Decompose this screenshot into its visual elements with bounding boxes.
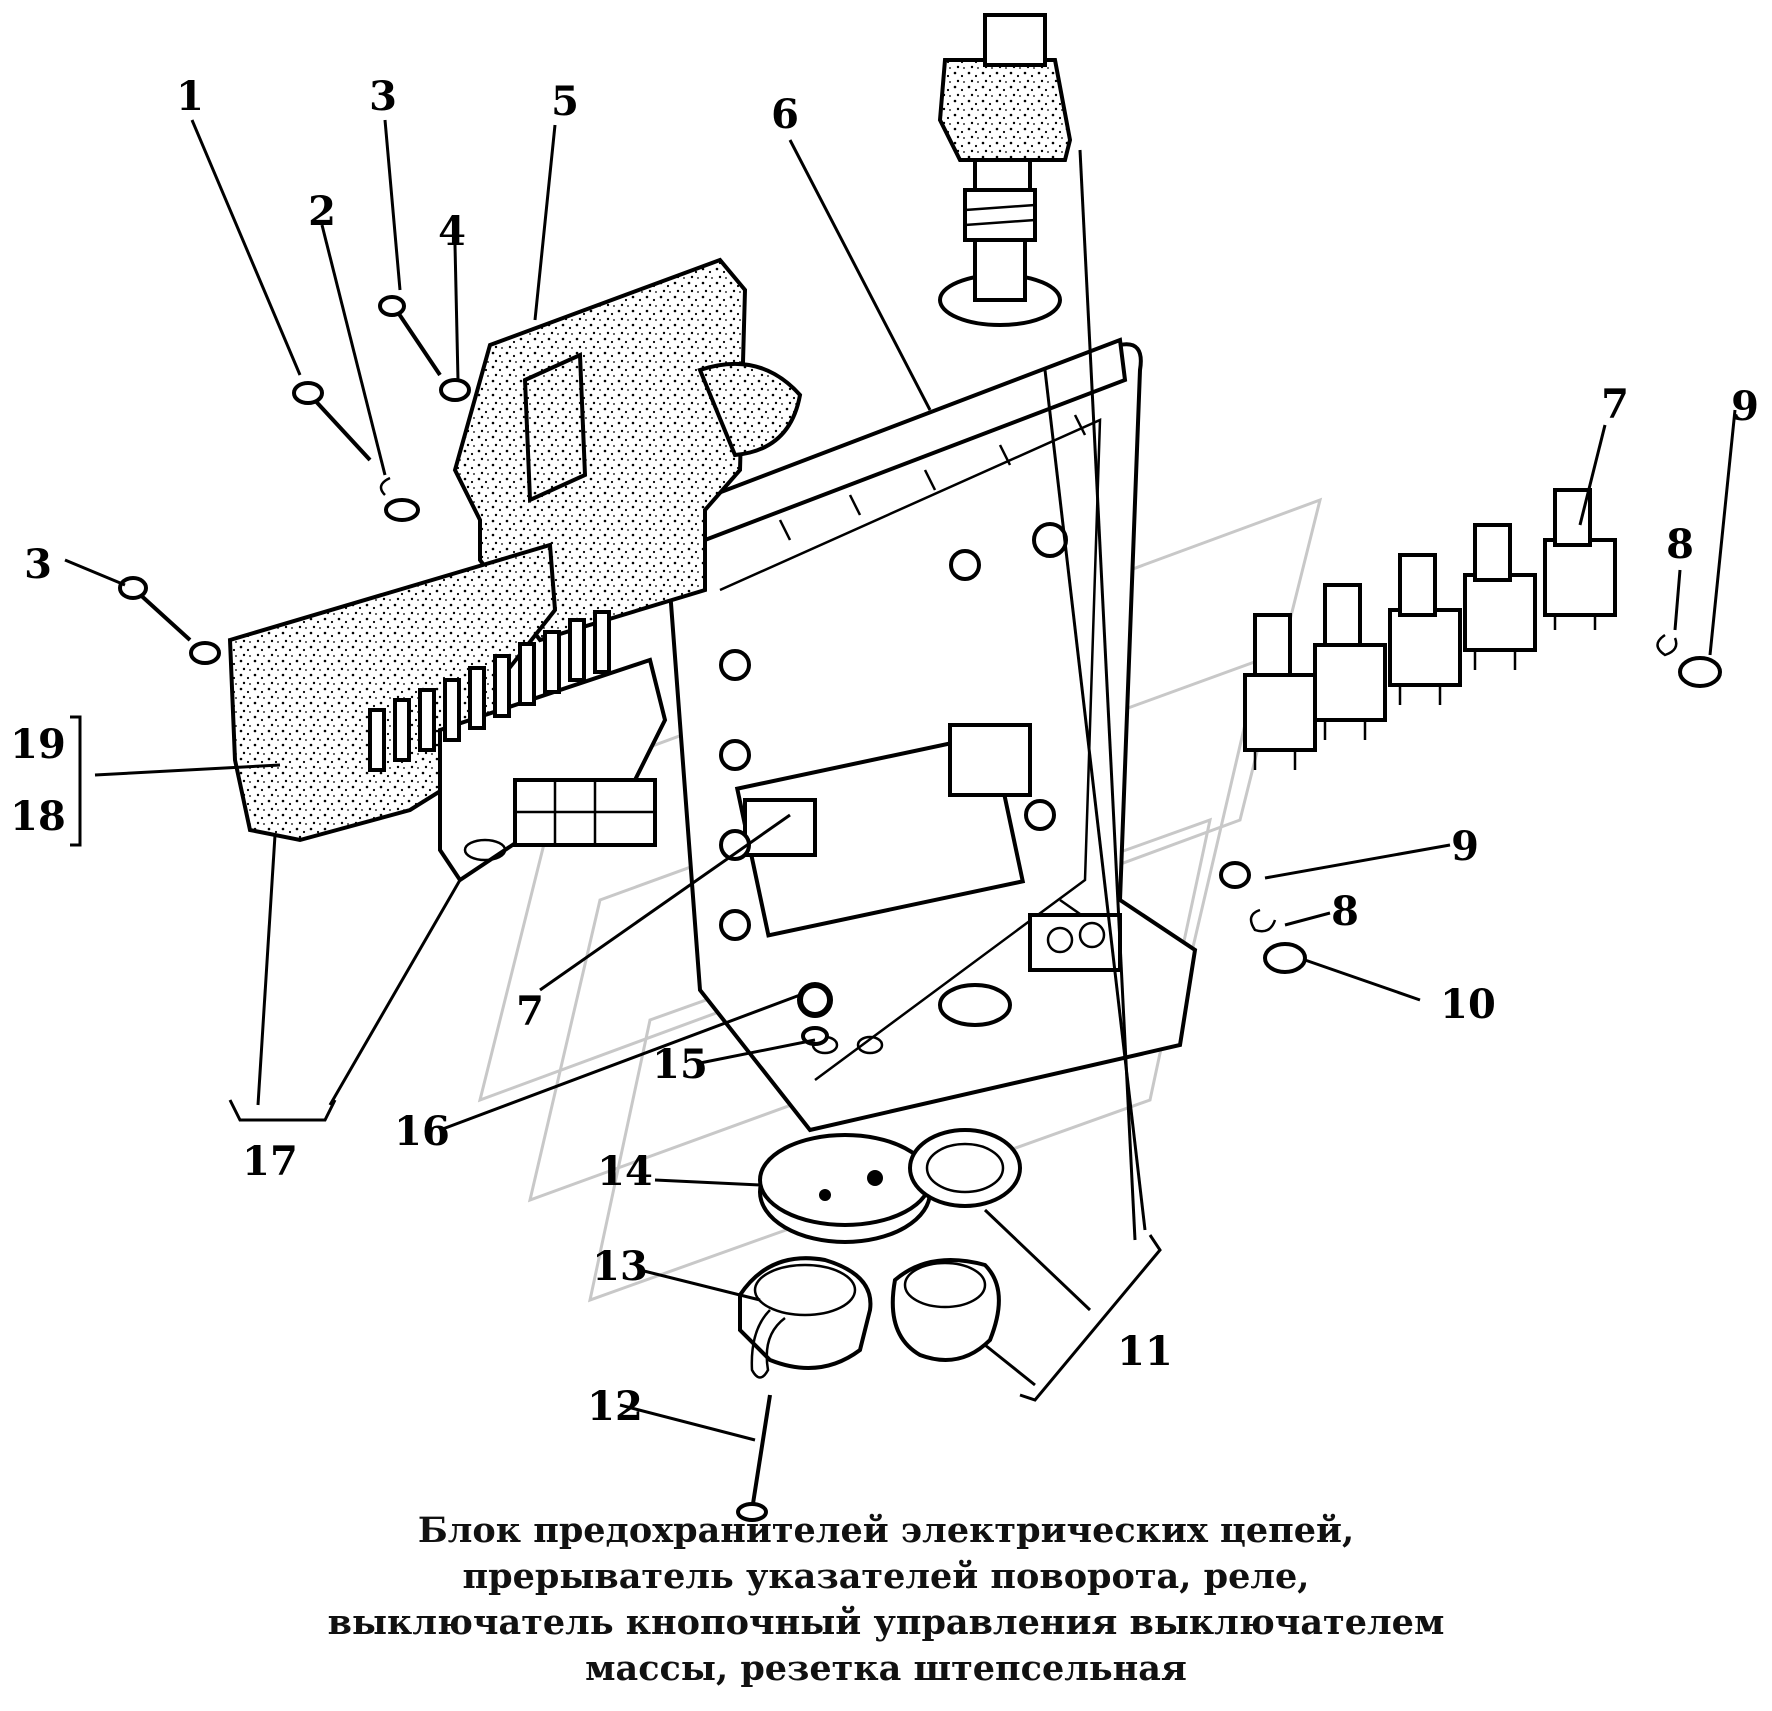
callout-7-lower: 7 xyxy=(516,988,544,1035)
callout-7-relays: 7 xyxy=(1601,381,1629,428)
nut xyxy=(1678,656,1722,688)
relay xyxy=(1388,553,1462,705)
spring-washer xyxy=(379,476,391,496)
caption-line: выключатель кнопочный управления выключа… xyxy=(327,1602,1445,1643)
mounting-panel xyxy=(667,337,1198,1133)
washer xyxy=(439,378,471,402)
callout-16: 16 xyxy=(394,1108,450,1155)
fuse-block xyxy=(227,257,803,883)
callout-18: 18 xyxy=(10,793,66,840)
spring-washer xyxy=(1249,908,1277,933)
callout-4: 4 xyxy=(438,208,466,255)
callout-10: 10 xyxy=(1440,981,1496,1028)
socket-assembly xyxy=(736,1128,1022,1522)
callout-9-middle: 9 xyxy=(1451,823,1479,870)
relay xyxy=(1463,523,1537,670)
leader-lines xyxy=(64,119,1737,1442)
washer xyxy=(189,641,221,665)
callout-8-right: 8 xyxy=(1666,521,1694,568)
caption-line: прерыватель указателей поворота, реле, xyxy=(462,1556,1310,1597)
callout-2: 2 xyxy=(308,188,336,235)
relay xyxy=(1543,488,1617,630)
socket-body xyxy=(738,1256,873,1370)
hardware xyxy=(118,295,1722,1046)
caption-line: массы, резетка штепсельная xyxy=(585,1648,1187,1689)
nut xyxy=(1219,861,1251,889)
socket-nut xyxy=(890,1258,1001,1362)
callout-19: 19 xyxy=(10,721,66,768)
relay xyxy=(1313,583,1387,740)
screw xyxy=(118,576,192,642)
callout-11: 11 xyxy=(1117,1328,1173,1375)
callout-8-middle: 8 xyxy=(1331,888,1359,935)
callout-1: 1 xyxy=(176,73,204,120)
washer xyxy=(1263,942,1307,974)
gasket-ring xyxy=(908,1128,1022,1208)
socket-screw xyxy=(750,1394,772,1511)
callout-labels: 1 2 3 3 4 5 6 7 7 8 8 9 9 10 11 12 13 14… xyxy=(10,73,1759,1430)
relay xyxy=(1243,613,1317,770)
nut xyxy=(799,984,831,1016)
diagram-caption: Блок предохранителей электрических цепей… xyxy=(186,1508,1586,1692)
washer xyxy=(384,498,420,522)
caption-line: Блок предохранителей электрических цепей… xyxy=(417,1510,1355,1551)
callout-12: 12 xyxy=(587,1383,643,1430)
screw xyxy=(292,381,372,462)
callout-3: 3 xyxy=(369,73,397,120)
callout-14: 14 xyxy=(597,1148,653,1195)
callout-15: 15 xyxy=(652,1041,708,1088)
callout-13: 13 xyxy=(592,1243,648,1290)
screw xyxy=(378,295,442,377)
callout-17: 17 xyxy=(242,1138,298,1185)
callout-3-left: 3 xyxy=(24,541,52,588)
callout-9-right: 9 xyxy=(1731,383,1759,430)
callout-5: 5 xyxy=(551,78,579,125)
push-button-switch xyxy=(937,13,1073,327)
relay-row xyxy=(1243,488,1617,770)
callout-6: 6 xyxy=(771,91,799,138)
spring-washer xyxy=(1656,633,1678,657)
